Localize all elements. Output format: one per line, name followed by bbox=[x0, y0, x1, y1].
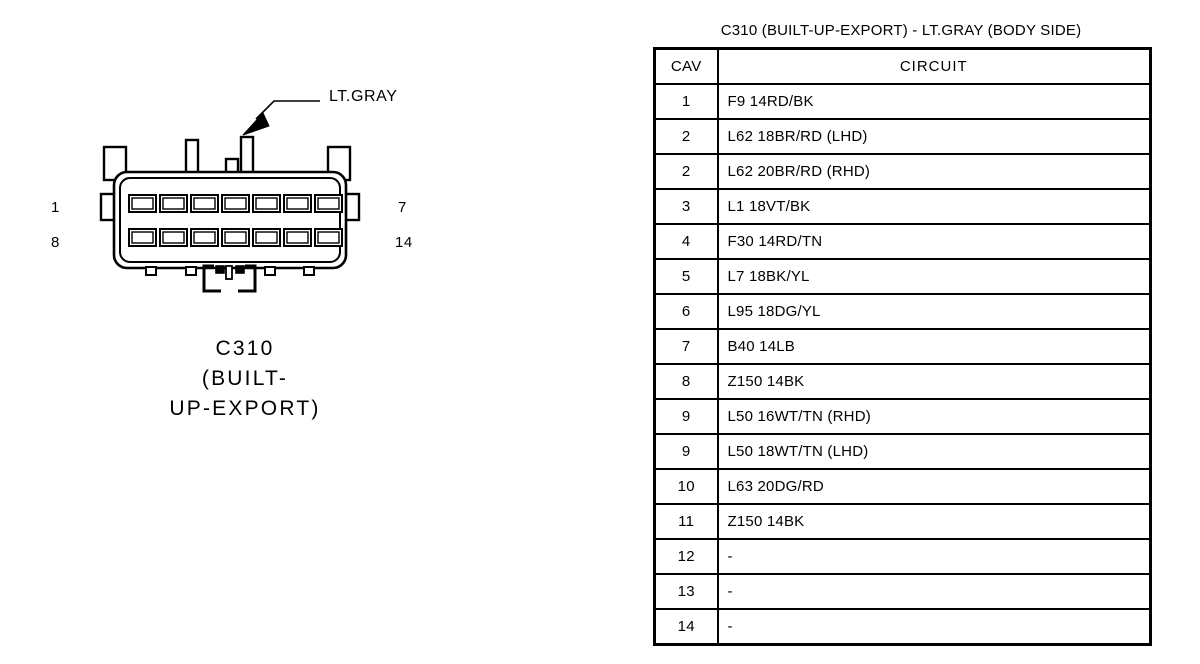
circuit-cell: L1 18VT/BK bbox=[716, 188, 1152, 225]
table-title: C310 (BUILT-UP-EXPORT) - LT.GRAY (BODY S… bbox=[720, 22, 1082, 39]
circuit-cell: Z150 14BK bbox=[716, 503, 1152, 540]
cav-cell: 12 bbox=[653, 538, 719, 575]
circuit-cell: - bbox=[716, 538, 1152, 575]
connector-caption-line-1: C310 bbox=[215, 337, 275, 360]
cav-cell: 8 bbox=[653, 363, 719, 400]
bottom-latch-brackets bbox=[202, 264, 257, 293]
column-header-circuit: CIRCUIT bbox=[716, 47, 1152, 85]
circuit-cell: Z150 14BK bbox=[716, 363, 1152, 400]
cav-cell: 9 bbox=[653, 398, 719, 435]
pin-label-bottom-right: 14 bbox=[395, 234, 413, 251]
cav-cell: 10 bbox=[653, 468, 719, 505]
circuit-cell: L95 18DG/YL bbox=[716, 293, 1152, 330]
connector-caption: C310 (BUILT- UP-EXPORT) bbox=[130, 334, 360, 424]
circuit-cell: F30 14RD/TN bbox=[716, 223, 1152, 260]
cav-cell: 5 bbox=[653, 258, 719, 295]
cav-cell: 11 bbox=[653, 503, 719, 540]
circuit-cell: F9 14RD/BK bbox=[716, 83, 1152, 120]
pin-label-top-left: 1 bbox=[51, 199, 60, 216]
cav-cell: 3 bbox=[653, 188, 719, 225]
connector-figure: 1 8 7 14 LT.GRAY C310 (BUILT- UP-EXPORT) bbox=[51, 88, 413, 424]
circuit-cell: L7 18BK/YL bbox=[716, 258, 1152, 295]
connector-caption-line-2: (BUILT- bbox=[201, 367, 289, 390]
connector-body-inner bbox=[119, 177, 341, 263]
cav-cell: 9 bbox=[653, 433, 719, 470]
cav-cell: 14 bbox=[653, 608, 719, 646]
cav-cell: 1 bbox=[653, 83, 719, 120]
table-header-row: CAV CIRCUIT bbox=[653, 47, 1152, 85]
pin-label-top-right: 7 bbox=[398, 199, 407, 216]
circuit-cell: L63 20DG/RD bbox=[716, 468, 1152, 505]
column-header-cav: CAV bbox=[653, 47, 719, 85]
cav-cell: 13 bbox=[653, 573, 719, 610]
table-row: 14- bbox=[653, 608, 1152, 646]
circuit-cell: L50 16WT/TN (RHD) bbox=[716, 398, 1152, 435]
cavity-row-bottom bbox=[128, 228, 343, 247]
cav-cell: 2 bbox=[653, 153, 719, 190]
lt-gray-callout-label: LT.GRAY bbox=[329, 88, 398, 105]
lt-gray-leader-line bbox=[242, 100, 320, 136]
cav-cell: 6 bbox=[653, 293, 719, 330]
circuit-cell: B40 14LB bbox=[716, 328, 1152, 365]
circuit-cell: L50 18WT/TN (LHD) bbox=[716, 433, 1152, 470]
bottom-retention-nubs bbox=[145, 265, 315, 280]
table-row: 13- bbox=[653, 573, 1152, 610]
circuit-cell: - bbox=[716, 573, 1152, 610]
cav-cell: 4 bbox=[653, 223, 719, 260]
circuit-cell: - bbox=[716, 608, 1152, 646]
cav-cell: 2 bbox=[653, 118, 719, 155]
circuit-cell: L62 20BR/RD (RHD) bbox=[716, 153, 1152, 190]
circuit-cell: L62 18BR/RD (LHD) bbox=[716, 118, 1152, 155]
cav-cell: 7 bbox=[653, 328, 719, 365]
cavity-row-top bbox=[128, 194, 343, 213]
table-row: 12- bbox=[653, 538, 1152, 575]
connector-caption-line-3: UP-EXPORT) bbox=[169, 397, 321, 420]
cavity-table-panel: C310 (BUILT-UP-EXPORT) - LT.GRAY (BODY S… bbox=[653, 22, 1152, 646]
connector-drawing bbox=[99, 100, 361, 293]
pin-label-bottom-left: 8 bbox=[51, 234, 60, 251]
